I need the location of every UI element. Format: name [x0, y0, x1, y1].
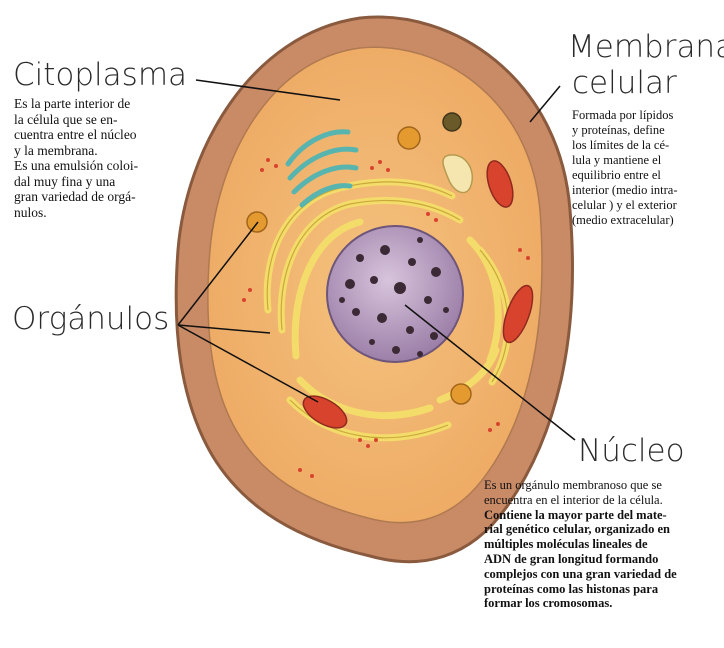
- membrana-title-line2: celular: [572, 68, 677, 99]
- text-line: Es un orgánulo membranoso que se: [484, 478, 677, 493]
- text-line: Es la parte interior de: [14, 96, 138, 112]
- membrana-title-line1: Membrana: [568, 32, 724, 63]
- text-line: y la membrana.: [14, 143, 138, 159]
- text-line: Formada por lípidos: [572, 108, 678, 123]
- text-line: la célula que se en-: [14, 112, 138, 128]
- text-line: dal muy fina y una: [14, 174, 138, 190]
- citoplasma-description: Es la parte interior de la célula que se…: [14, 96, 138, 220]
- text-line: cuentra entre el núcleo: [14, 127, 138, 143]
- text-line: Contiene la mayor parte del mate-: [484, 508, 677, 523]
- nucleo-title: Núcleo: [578, 436, 685, 467]
- text-line: nulos.: [14, 205, 138, 221]
- text-line: gran variedad de orgá-: [14, 189, 138, 205]
- text-line: equilibrio entre el: [572, 168, 678, 183]
- text-line: interior (medio intra-: [572, 183, 678, 198]
- text-line: y proteínas, define: [572, 123, 678, 138]
- citoplasma-title: Citoplasma: [13, 60, 187, 91]
- text-line: encuentra en el interior de la célula.: [484, 493, 677, 508]
- text-line: formar los cromosomas.: [484, 596, 677, 611]
- organulos-title: Orgánulos: [12, 304, 169, 335]
- text-line: ADN de gran longitud formando: [484, 552, 677, 567]
- text-line: proteínas como las histonas para: [484, 582, 677, 597]
- text-line: los límites de la cé-: [572, 138, 678, 153]
- text-line: Es una emulsión coloi-: [14, 158, 138, 174]
- text-line: (medio extracelular): [572, 213, 678, 228]
- nucleo-description: Es un orgánulo membranoso que se encuent…: [484, 478, 677, 611]
- text-line: rial genético celular, organizado en: [484, 522, 677, 537]
- text-line: múltiples moléculas lineales de: [484, 537, 677, 552]
- membrana-description: Formada por lípidos y proteínas, define …: [572, 108, 678, 228]
- text-line: lula y mantiene el: [572, 153, 678, 168]
- text-line: celular ) y el exterior: [572, 198, 678, 213]
- text-line: complejos con una gran variedad de: [484, 567, 677, 582]
- nucleus: [327, 226, 463, 362]
